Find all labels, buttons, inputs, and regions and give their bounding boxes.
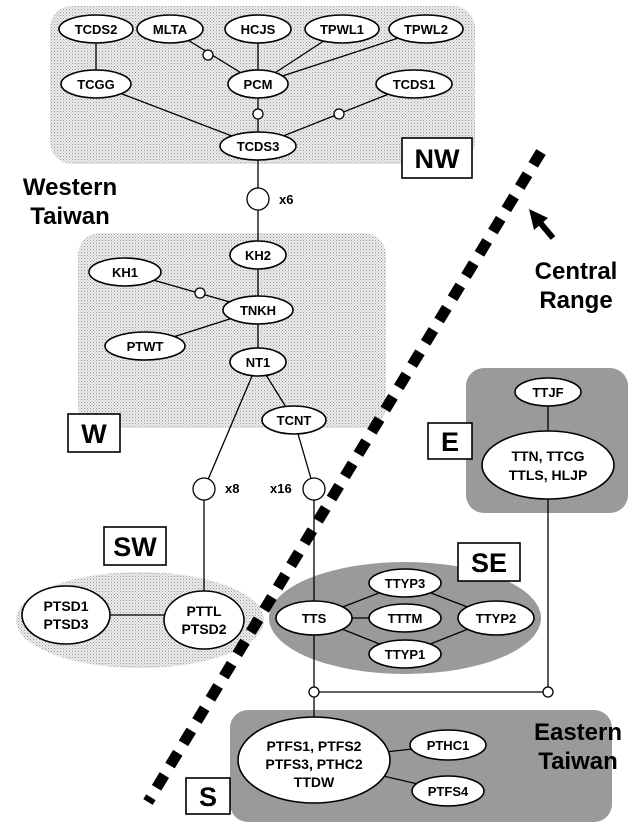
node-tpwl1-label: TPWL1 — [320, 22, 364, 37]
node-pthc1 — [409, 729, 487, 761]
node-ttyp1-label: TTYP1 — [385, 647, 425, 662]
node-hcjs-label: HCJS — [241, 22, 276, 37]
node-ptfs-label-line3: TTDW — [294, 774, 335, 790]
node-tcds2 — [58, 14, 134, 44]
node-tcds3-label: TCDS3 — [237, 139, 280, 154]
node-nt1-label: NT1 — [246, 355, 271, 370]
node-kh1 — [88, 257, 162, 287]
eastern-taiwan-label-line2: Taiwan — [538, 748, 618, 775]
node-tpwl2 — [388, 14, 464, 44]
western-taiwan-label-line1: Western — [23, 174, 117, 201]
node-tcds1-label: TCDS1 — [393, 77, 436, 92]
gene-flow-w-se — [302, 477, 326, 501]
node-kh1-label: KH1 — [112, 265, 138, 280]
region-sw-box — [103, 526, 167, 566]
node-tcgg — [60, 69, 132, 99]
central-range-arrow-head — [529, 209, 548, 230]
node-ptfs4-label: PTFS4 — [428, 784, 469, 799]
node-ttyp2-label: TTYP2 — [476, 611, 516, 626]
node-tcds1 — [375, 69, 453, 99]
junctions — [194, 49, 554, 698]
node-tcgg-label: TCGG — [77, 77, 115, 92]
region-w-label: W — [81, 419, 107, 449]
node-pcm-label: PCM — [244, 77, 273, 92]
node-mlta-label: MLTA — [153, 22, 188, 37]
region-se-label: SE — [471, 548, 507, 578]
node-tcnt — [261, 405, 327, 435]
central-range-label-line2: Range — [539, 287, 612, 314]
node-tcds2-label: TCDS2 — [75, 22, 118, 37]
node-ptfs4 — [411, 775, 485, 807]
node-pcm — [227, 69, 289, 99]
junction-tcds1-tcds3 — [333, 108, 345, 120]
node-ttyp2 — [457, 600, 535, 636]
region-nw-box — [401, 137, 473, 179]
node-ttn-label-line2: TTLS, HLJP — [509, 467, 588, 483]
junction-e-s — [542, 686, 554, 698]
node-tts — [275, 600, 353, 636]
region-se-box — [457, 542, 521, 582]
region-nw-label: NW — [415, 144, 460, 174]
node-kh2 — [229, 240, 287, 270]
node-ttjf-label: TTJF — [532, 385, 563, 400]
node-ptfs-label-line2: PTFS3, PTHC2 — [265, 756, 362, 772]
node-hcjs — [224, 14, 292, 44]
node-ttyp3-label: TTYP3 — [385, 576, 425, 591]
node-ttyp1 — [368, 639, 442, 669]
node-ptfs-label-line1: PTFS1, PTFS2 — [267, 738, 362, 754]
node-pthc1-label: PTHC1 — [427, 738, 470, 753]
junction-mlta-pcm — [202, 49, 214, 61]
region-s-label: S — [199, 782, 217, 812]
node-tttm — [368, 603, 442, 633]
gene-flow-w-sw — [192, 477, 216, 501]
junction-se-s — [308, 686, 320, 698]
node-ptsd1-label-line1: PTSD1 — [43, 598, 88, 614]
node-ttyp3 — [368, 568, 442, 598]
node-ptwt — [104, 331, 186, 361]
gene-flow-nw-w — [246, 187, 270, 211]
region-w-background — [78, 233, 386, 428]
node-tpwl1 — [304, 14, 380, 44]
region-s-box — [185, 777, 231, 815]
region-w-box — [67, 413, 121, 453]
region-e-label: E — [441, 427, 459, 457]
multiplier-nw-w: x6 — [279, 192, 293, 207]
node-mlta — [136, 14, 204, 44]
node-ttn-ttcg-ttls-hljp — [481, 430, 615, 500]
node-pttl-label-line2: PTSD2 — [181, 621, 226, 637]
region-e-box — [427, 422, 473, 460]
node-tnkh — [222, 295, 294, 325]
junction-kh1-tnkh — [194, 287, 206, 299]
node-tcds3 — [219, 131, 297, 161]
eastern-taiwan-label-line1: Eastern — [534, 719, 622, 746]
node-tttm-label: TTTM — [388, 611, 423, 626]
node-ptsd1-ptsd3 — [21, 585, 111, 645]
node-tnkh-label: TNKH — [240, 303, 276, 318]
node-pttl-label-line1: PTTL — [187, 603, 222, 619]
node-nt1 — [229, 347, 287, 377]
node-ttn-label-line1: TTN, TTCG — [511, 448, 584, 464]
node-ptwt-label: PTWT — [127, 339, 164, 354]
node-ptfs1-ptfs2-ptfs3-pthc2-ttdw — [237, 716, 391, 804]
node-tpwl2-label: TPWL2 — [404, 22, 448, 37]
node-ttjf — [514, 377, 582, 407]
node-kh2-label: KH2 — [245, 248, 271, 263]
node-ptsd1-label-line2: PTSD3 — [43, 616, 88, 632]
central-range-label-line1: Central — [535, 258, 618, 285]
western-taiwan-label-line2: Taiwan — [30, 203, 110, 230]
multiplier-w-se: x16 — [270, 481, 292, 496]
node-tts-label: TTS — [302, 611, 327, 626]
node-pttl-ptsd2 — [163, 590, 245, 650]
region-sw-label: SW — [113, 532, 157, 562]
central-range-divider — [143, 149, 546, 805]
node-tcnt-label: TCNT — [277, 413, 312, 428]
multiplier-w-sw: x8 — [225, 481, 239, 496]
junction-pcm-tcds3 — [252, 108, 264, 120]
